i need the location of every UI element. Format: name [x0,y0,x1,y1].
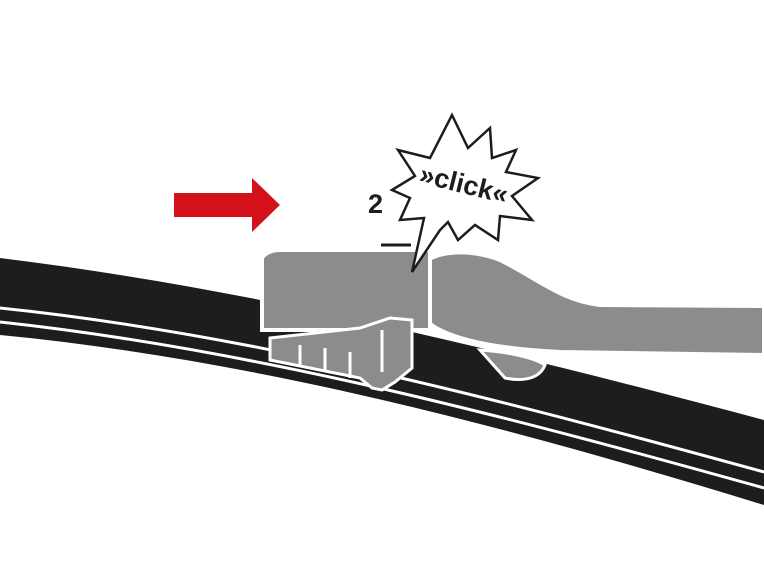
adapter-clip [260,248,432,392]
click-callout: »click« [389,112,542,273]
adapter-base [268,316,414,392]
arrow-right-icon [174,178,280,232]
wiper-arm [413,250,764,358]
arm-hook-end [476,348,547,381]
blade-rail-lower [0,320,764,490]
starburst-callout-icon [389,112,542,273]
adapter-body [260,248,432,332]
step-number: 2 [368,189,383,219]
